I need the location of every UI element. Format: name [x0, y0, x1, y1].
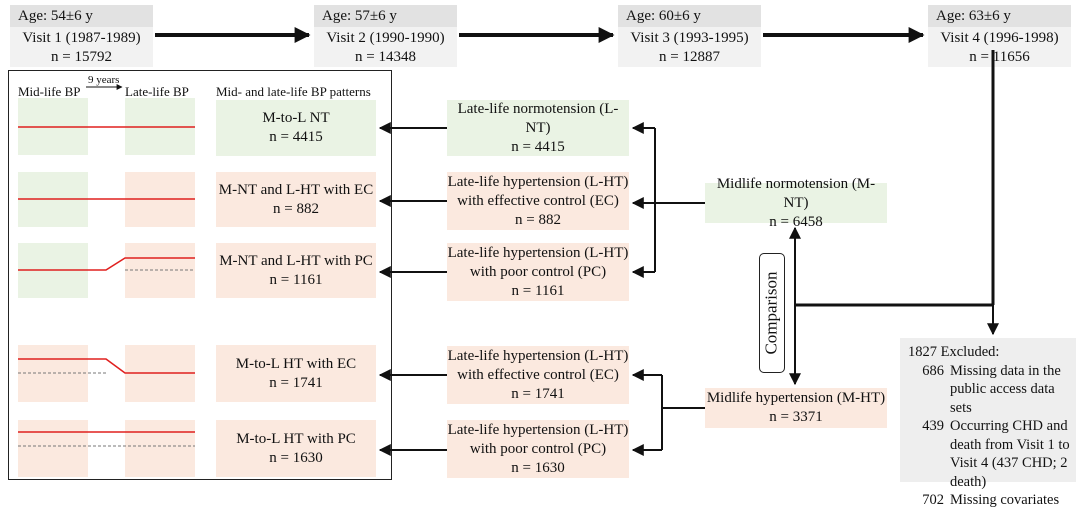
- pattern-4-title: M-to-L HT with EC: [235, 355, 357, 372]
- late-life-2-line1: Late-life hypertension (L-HT): [447, 173, 629, 190]
- visit-1-body: Visit 1 (1987-1989) n = 15792: [10, 27, 153, 67]
- visit-4-n: n = 11656: [969, 49, 1030, 65]
- excluded-item-1-count: 686: [922, 362, 944, 379]
- pattern-4-n: n = 1741: [269, 374, 323, 391]
- late-life-2-line2: with effective control (EC): [457, 192, 619, 209]
- late-life-3-line2: with poor control (PC): [469, 263, 607, 280]
- visit-1-n: n = 15792: [51, 49, 112, 65]
- excluded-title: 1827 Excluded:: [908, 344, 1000, 360]
- excluded-item-2: 439 Occurring CHD and death from Visit 1…: [906, 417, 1070, 491]
- late-life-1-n: n = 4415: [511, 138, 565, 155]
- visit-4-age: Age: 63±6 y: [928, 5, 1071, 27]
- connector-layer: [18, 27, 999, 456]
- nine-years-label: 9 years: [88, 74, 120, 86]
- visit-1: Age: 54±6 y Visit 1 (1987-1989) n = 1579…: [10, 5, 153, 67]
- midlife-ht-label: Midlife hypertension (M-HT): [706, 390, 886, 406]
- pattern-1-title: M-to-L NT: [262, 110, 330, 126]
- midlife-hypertension-box: Midlife hypertension (M-HT) n = 3371: [705, 388, 887, 428]
- late-life-bp-label: Late-life BP: [125, 84, 189, 99]
- thumb-5-mid: [18, 420, 88, 477]
- excluded-box: 1827 Excluded: 686 Missing data in the p…: [900, 338, 1076, 508]
- visit-2: Age: 57±6 y Visit 2 (1990-1990) n = 1434…: [314, 5, 457, 67]
- excluded-item-1: 686 Missing data in the public access da…: [906, 362, 1070, 418]
- late-life-box-3: Late-life hypertension (L-HT) with poor …: [447, 243, 629, 301]
- late-life-4-n: n = 1741: [511, 385, 565, 402]
- pattern-3-n: n = 1161: [269, 271, 323, 288]
- midlife-nt-n: n = 6458: [769, 213, 823, 230]
- late-life-3-line1: Late-life hypertension (L-HT): [447, 244, 629, 261]
- pattern-box-2: M-NT and L-HT with EC n = 882: [216, 172, 376, 227]
- pattern-2-n: n = 882: [273, 200, 319, 217]
- excluded-item-2-text: Occurring CHD and death from Visit 1 to …: [950, 418, 1070, 490]
- visit-3-n: n = 12887: [659, 49, 720, 65]
- visit-1-age: Age: 54±6 y: [10, 5, 153, 27]
- excluded-item-3: 702 Missing covariates: [906, 491, 1070, 510]
- pattern-box-5: M-to-L HT with PC n = 1630: [216, 420, 376, 477]
- late-life-1-line1: Late-life normotension (L-NT): [457, 100, 619, 136]
- pattern-3-title: M-NT and L-HT with PC: [219, 252, 373, 269]
- bp-line-4: [18, 358, 195, 374]
- bp-line-3: [18, 257, 195, 271]
- thumb-5-late: [125, 420, 195, 477]
- visit-4-label: Visit 4 (1996-1998): [940, 30, 1059, 46]
- pattern-5-title: M-to-L HT with PC: [236, 430, 356, 447]
- late-life-2-n: n = 882: [515, 211, 561, 228]
- excluded-item-3-count: 702: [922, 492, 944, 508]
- late-life-4-line1: Late-life hypertension (L-HT): [447, 347, 629, 364]
- late-life-box-5: Late-life hypertension (L-HT) with poor …: [447, 420, 629, 478]
- midlife-normotension-box: Midlife normotension (M-NT) n = 6458: [705, 176, 887, 230]
- visit-2-n: n = 14348: [355, 49, 416, 65]
- visit-1-label: Visit 1 (1987-1989): [22, 30, 141, 46]
- pattern-box-4: M-to-L HT with EC n = 1741: [216, 345, 376, 402]
- excluded-item-1-text: Missing data in the public access data s…: [950, 362, 1061, 416]
- visit-2-age: Age: 57±6 y: [314, 5, 457, 27]
- visit-3-label: Visit 3 (1993-1995): [630, 30, 749, 46]
- visit-2-label: Visit 2 (1990-1990): [326, 30, 445, 46]
- excluded-item-3-text: Missing covariates: [950, 492, 1060, 508]
- midlife-nt-label: Midlife normotension (M-NT): [716, 175, 876, 211]
- late-life-5-line1: Late-life hypertension (L-HT): [447, 421, 629, 438]
- pattern-box-1: M-to-L NT n = 4415: [216, 100, 376, 156]
- pattern-5-n: n = 1630: [269, 449, 323, 466]
- excluded-item-2-count: 439: [922, 418, 944, 434]
- late-life-5-line2: with poor control (PC): [469, 440, 607, 457]
- late-life-4-line2: with effective control (EC): [457, 366, 619, 383]
- visit-4: Age: 63±6 y Visit 4 (1996-1998) n = 1165…: [928, 5, 1071, 67]
- late-life-3-n: n = 1161: [511, 282, 565, 299]
- late-life-box-2: Late-life hypertension (L-HT) with effec…: [447, 172, 629, 230]
- pattern-box-3: M-NT and L-HT with PC n = 1161: [216, 243, 376, 298]
- late-life-5-n: n = 1630: [511, 459, 565, 476]
- midlife-ht-n: n = 3371: [769, 409, 823, 425]
- visit-3-age: Age: 60±6 y: [618, 5, 761, 27]
- pattern-2-title: M-NT and L-HT with EC: [218, 181, 374, 198]
- patterns-header: Mid- and late-life BP patterns: [216, 84, 371, 99]
- mid-life-bp-label: Mid-life BP: [18, 84, 81, 99]
- bp-patterns-panel: [8, 70, 392, 480]
- late-life-box-1: Late-life normotension (L-NT) n = 4415: [447, 100, 629, 156]
- visit-3: Age: 60±6 y Visit 3 (1993-1995) n = 1288…: [618, 5, 761, 67]
- pattern-1-n: n = 4415: [269, 129, 323, 145]
- comparison-label: Comparison: [759, 253, 785, 373]
- visit-2-body: Visit 2 (1990-1990) n = 14348: [314, 27, 457, 67]
- late-life-box-4: Late-life hypertension (L-HT) with effec…: [447, 346, 629, 404]
- visit-3-body: Visit 3 (1993-1995) n = 12887: [618, 27, 761, 67]
- visit-4-body: Visit 4 (1996-1998) n = 11656: [928, 27, 1071, 67]
